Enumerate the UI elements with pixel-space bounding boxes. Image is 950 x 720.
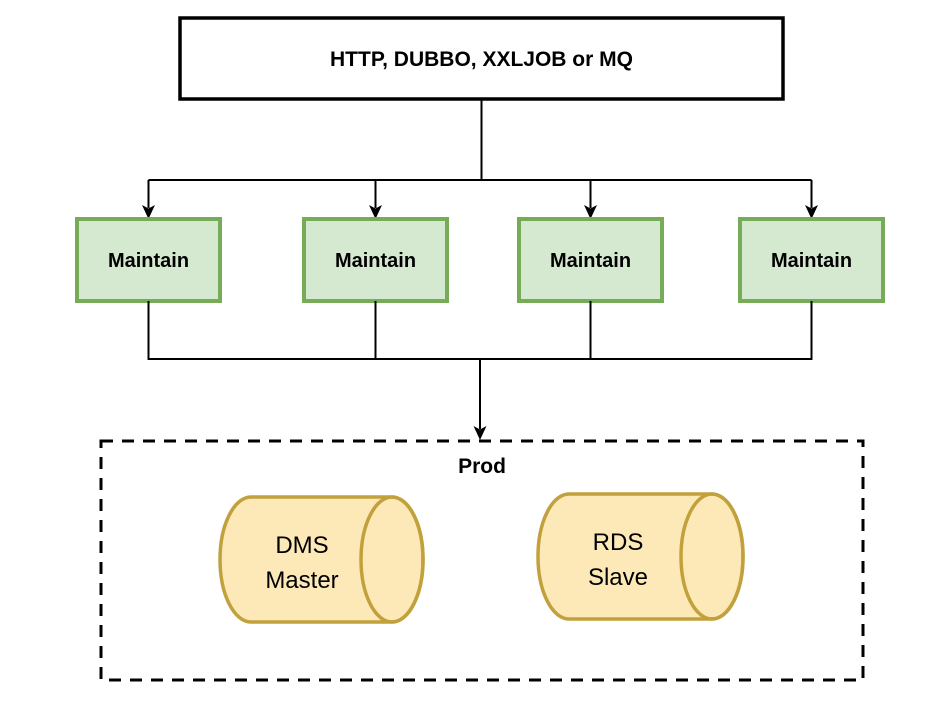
db-cylinder-dms-master: DMS Master [218, 495, 425, 624]
maintain-label-3: Maintain [550, 250, 631, 272]
db-label-line: DMS [275, 532, 328, 559]
maintain-label-4: Maintain [771, 250, 852, 272]
fan-out-connectors [142, 99, 818, 219]
db-label-line: RDS [593, 529, 644, 556]
maintain-node-1: Maintain [75, 217, 222, 303]
maintain-box-1 [75, 217, 222, 303]
source-box-node: HTTP, DUBBO, XXLJOB or MQ [178, 16, 785, 101]
source-box-label: HTTP, DUBBO, XXLJOB or MQ [330, 48, 633, 71]
maintain-label-1: Maintain [108, 250, 189, 272]
maintain-box-4 [738, 217, 885, 303]
prod-label: Prod [458, 455, 506, 478]
fan-in-connectors [147, 301, 813, 440]
db-body [536, 492, 745, 621]
db-body [218, 495, 425, 624]
prod-container-node: Prod [99, 439, 865, 682]
maintain-label-2: Maintain [335, 250, 416, 272]
arrowhead-icon [584, 205, 597, 219]
maintain-node-2: Maintain [302, 217, 449, 303]
db-label-line: Master [265, 567, 338, 594]
source-box [178, 16, 785, 101]
db-end-cap [679, 492, 745, 621]
arrowhead-icon [805, 205, 818, 219]
prod-container [99, 439, 865, 682]
maintain-node-3: Maintain [517, 217, 664, 303]
arrowhead-icon [369, 205, 382, 219]
maintain-node-4: Maintain [738, 217, 885, 303]
db-label-line: Slave [588, 564, 648, 591]
maintain-box-3 [517, 217, 664, 303]
arrowhead-icon [473, 426, 487, 440]
arrowhead-icon [142, 205, 155, 219]
db-end-cap [359, 495, 425, 624]
db-cylinder-rds-slave: RDS Slave [536, 492, 745, 621]
